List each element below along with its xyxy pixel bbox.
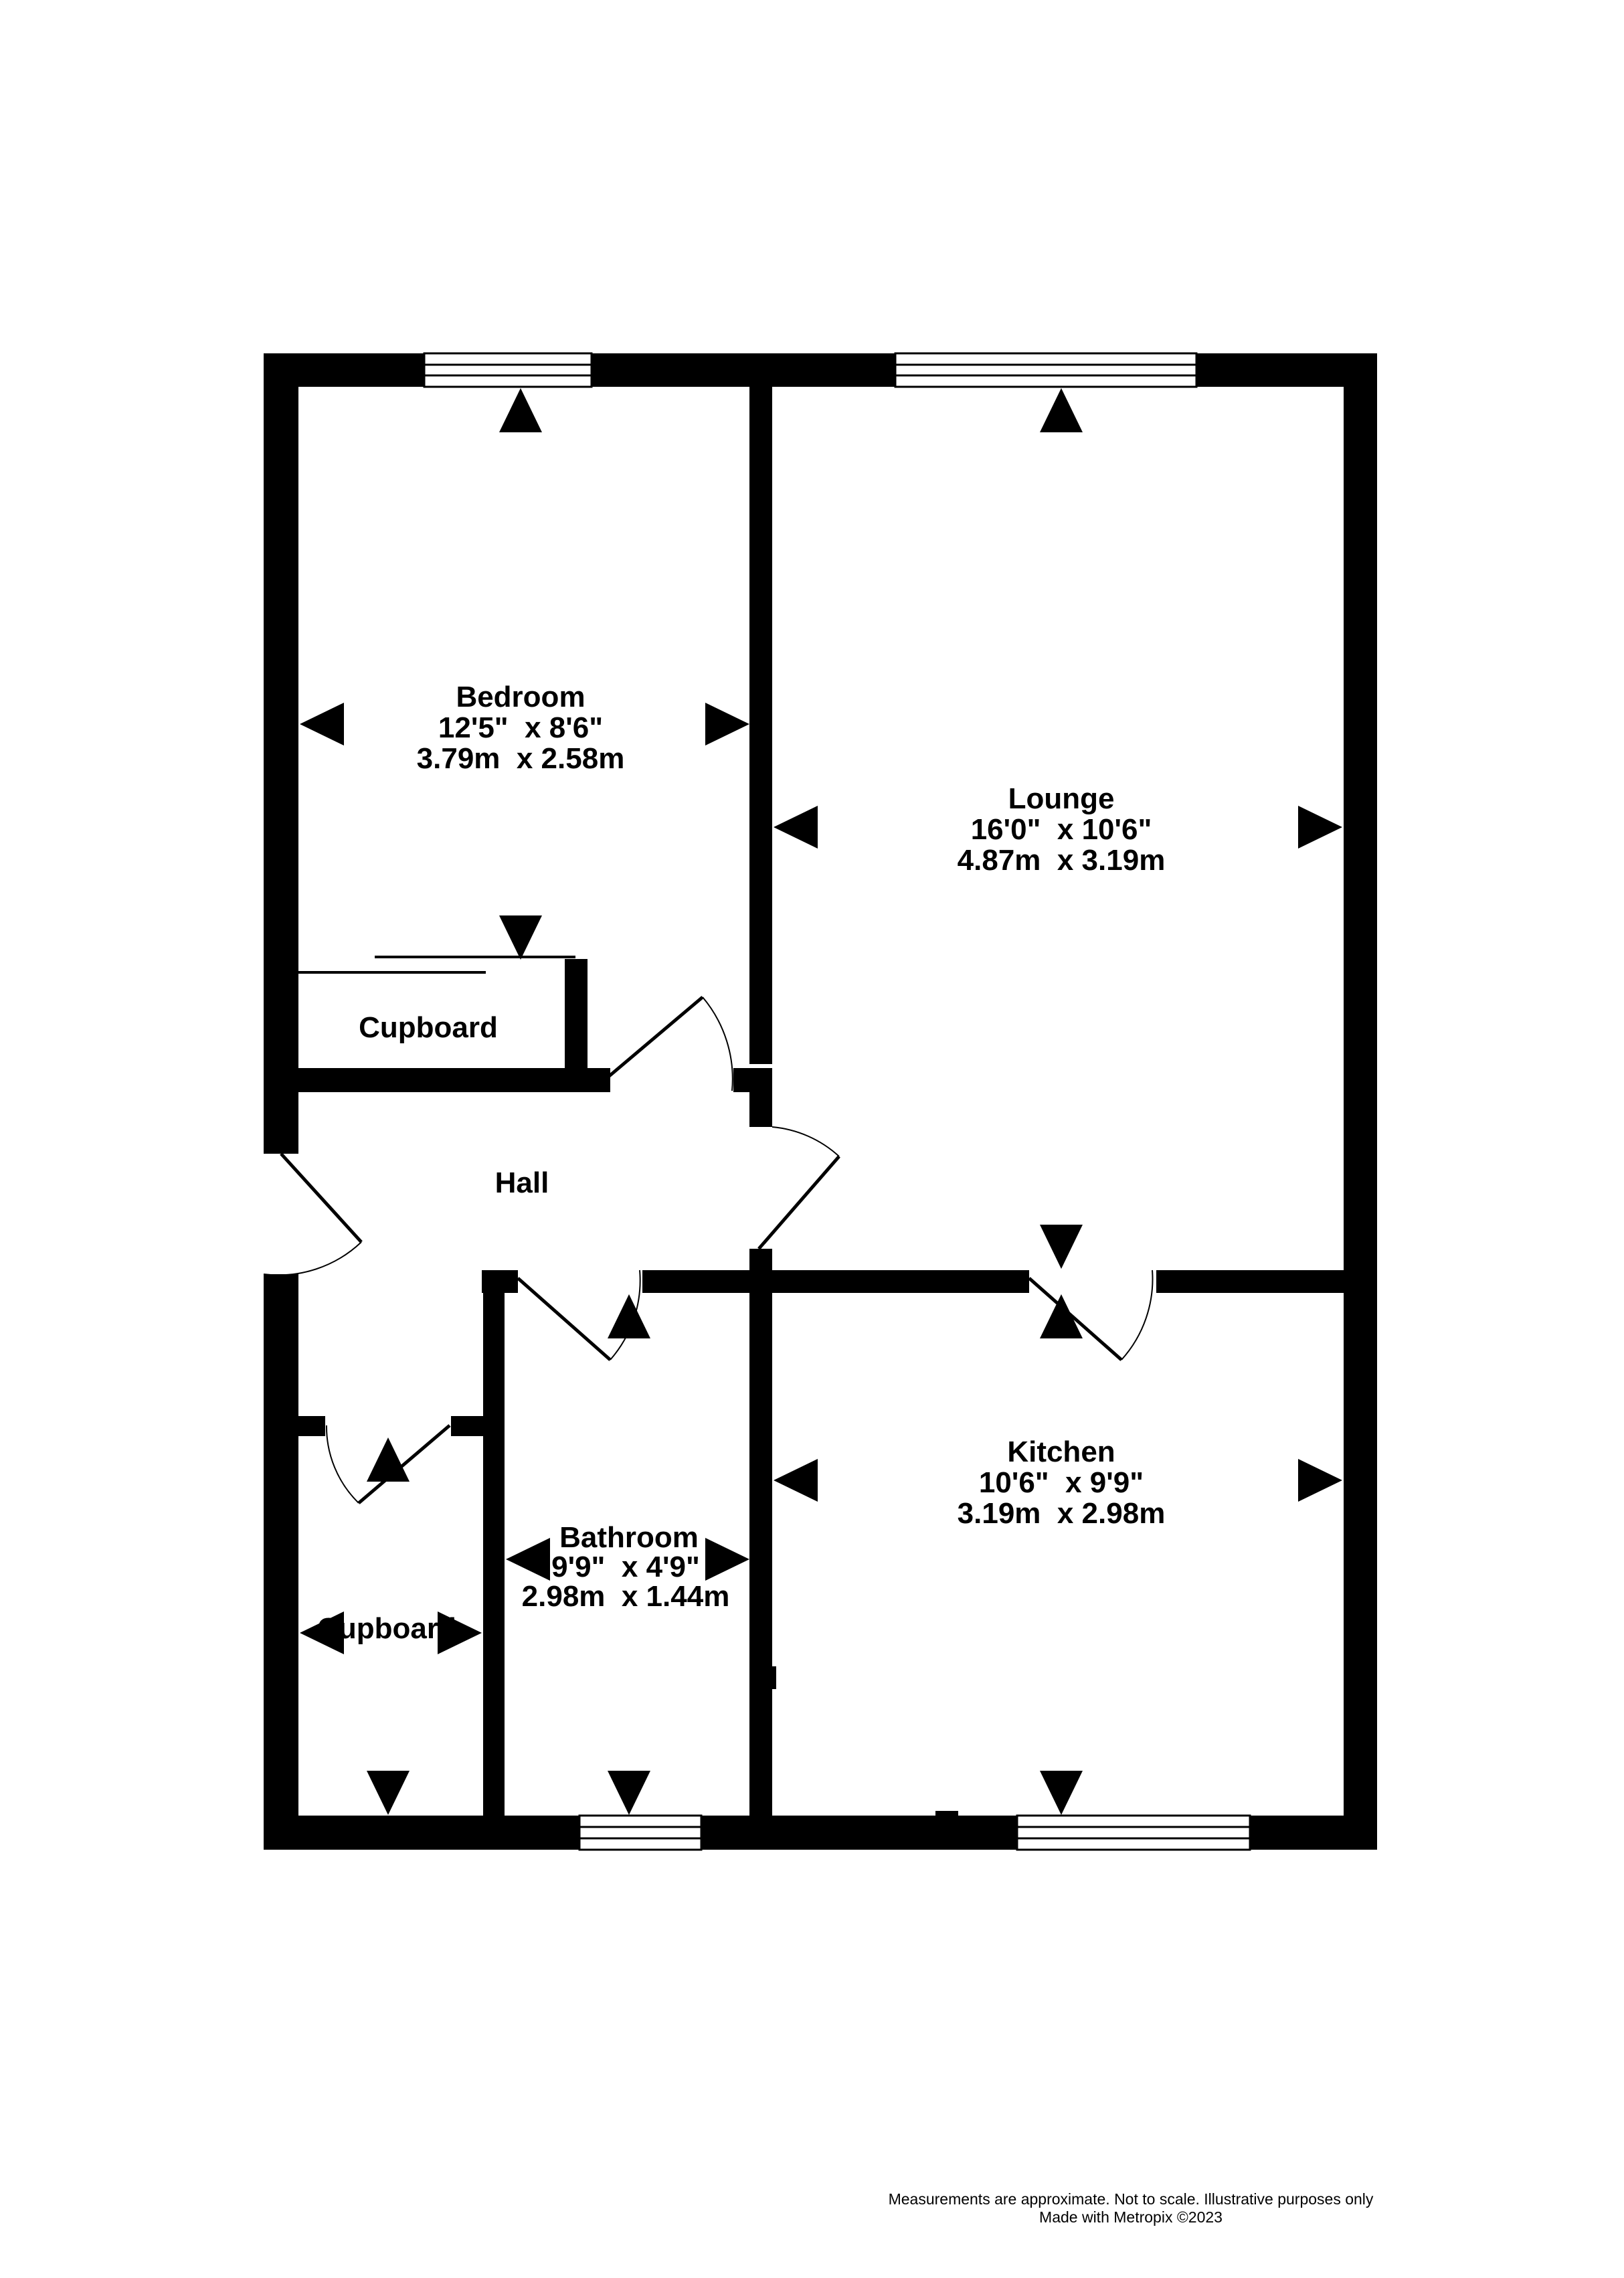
wall-lower-cupboard-stub-right xyxy=(451,1416,505,1436)
footer-credit: Made with Metropix ©2023 xyxy=(1039,2208,1223,2226)
door-kitchen xyxy=(1028,1269,1154,1361)
walls xyxy=(264,353,1377,1850)
arrow-kitchen-down xyxy=(1040,1771,1083,1815)
windows xyxy=(423,352,1251,1851)
wall-kitchen-top-right xyxy=(1156,1270,1377,1293)
plan-footer: Measurements are approximate. Not to sca… xyxy=(803,2190,1459,2226)
cupboard-lower-name: Cupboard xyxy=(317,1612,456,1645)
kitchen-imperial: 10'6" x 9'9" xyxy=(979,1466,1144,1499)
lounge-imperial: 16'0" x 10'6" xyxy=(971,813,1152,846)
arrow-kitchen-left xyxy=(774,1459,818,1502)
door-lower-cupboard xyxy=(325,1424,451,1504)
arrow-kitchen-up xyxy=(1040,1294,1083,1338)
arrow-bathroom-right xyxy=(705,1538,749,1581)
arrow-lounge-down xyxy=(1040,1225,1083,1269)
wall-lounge-hall-post xyxy=(749,1092,772,1127)
window-kitchen xyxy=(1016,1814,1251,1851)
bathroom-imperial: 9'9" x 4'9" xyxy=(551,1551,700,1583)
cupboard-upper-name: Cupboard xyxy=(359,1011,498,1044)
arrow-lounge-right xyxy=(1298,806,1342,849)
kitchen-metric: 3.19m x 2.98m xyxy=(958,1497,1166,1530)
bathroom-name: Bathroom xyxy=(559,1521,699,1554)
arrow-lounge-up xyxy=(1040,388,1083,432)
door-lounge xyxy=(757,1126,840,1250)
arrow-cupboard-down xyxy=(367,1771,410,1815)
arrow-bathroom-left xyxy=(506,1538,550,1581)
bedroom-imperial: 12'5" x 8'6" xyxy=(438,711,603,744)
cupboard-lower-clip: Cupboard xyxy=(317,1612,456,1645)
kitchen-name: Kitchen xyxy=(1007,1435,1115,1468)
dimension-arrows xyxy=(300,388,1342,1815)
wall-cupboard-top-left xyxy=(264,967,298,976)
lounge-name: Lounge xyxy=(1008,782,1115,815)
wall-bathroom-left xyxy=(483,1270,505,1850)
wall-cupboard-right xyxy=(565,959,588,1092)
bedroom-metric: 3.79m x 2.58m xyxy=(417,742,625,775)
wall-lounge-hall-stub xyxy=(733,1068,772,1092)
window-bedroom xyxy=(423,352,593,388)
arrow-cupboard-right xyxy=(438,1611,482,1654)
footer-disclaimer: Measurements are approximate. Not to sca… xyxy=(888,2190,1374,2208)
wall-bedroom-lounge xyxy=(749,387,772,1064)
window-lounge xyxy=(894,352,1198,388)
arrow-bedroom-left xyxy=(300,703,344,746)
arrow-bedroom-up xyxy=(499,388,542,432)
wall-hall-kitchen xyxy=(642,1270,1029,1293)
arrow-bedroom-right xyxy=(705,703,749,746)
bedroom-name: Bedroom xyxy=(456,681,585,713)
arrow-bathroom-down xyxy=(608,1771,650,1815)
wall-kitchen-post xyxy=(749,1249,772,1293)
wall-lower-cupboard-stub-left xyxy=(264,1416,325,1436)
bathroom-metric: 2.98m x 1.44m xyxy=(522,1580,730,1613)
arrow-bathroom-up xyxy=(608,1294,650,1338)
sliding-door-cupboard xyxy=(298,956,575,974)
arrow-cupboard-left xyxy=(300,1611,344,1654)
arrow-cupboard-up xyxy=(367,1437,410,1482)
arrow-lounge-left xyxy=(774,806,818,849)
doors xyxy=(263,996,1154,1504)
door-entrance xyxy=(263,1152,363,1276)
hall-name: Hall xyxy=(495,1166,549,1199)
door-bedroom xyxy=(606,996,733,1091)
wall-bathroom-kitchen xyxy=(749,1293,772,1850)
wall-cupboard-bottom xyxy=(264,1068,610,1092)
wall-kitchen-nub xyxy=(749,1666,776,1689)
room-labels: Bedroom 12'5" x 8'6" 3.79m x 2.58m Loung… xyxy=(317,681,1165,1645)
wall-right xyxy=(1344,353,1377,1850)
wall-left-lower xyxy=(264,1274,298,1850)
wall-bottom-nub xyxy=(935,1811,958,1818)
window-bathroom xyxy=(578,1814,703,1851)
arrow-kitchen-right xyxy=(1298,1459,1342,1502)
arrow-bedroom-down xyxy=(499,915,542,960)
wall-left-upper xyxy=(264,353,298,1154)
lounge-metric: 4.87m x 3.19m xyxy=(958,844,1166,877)
